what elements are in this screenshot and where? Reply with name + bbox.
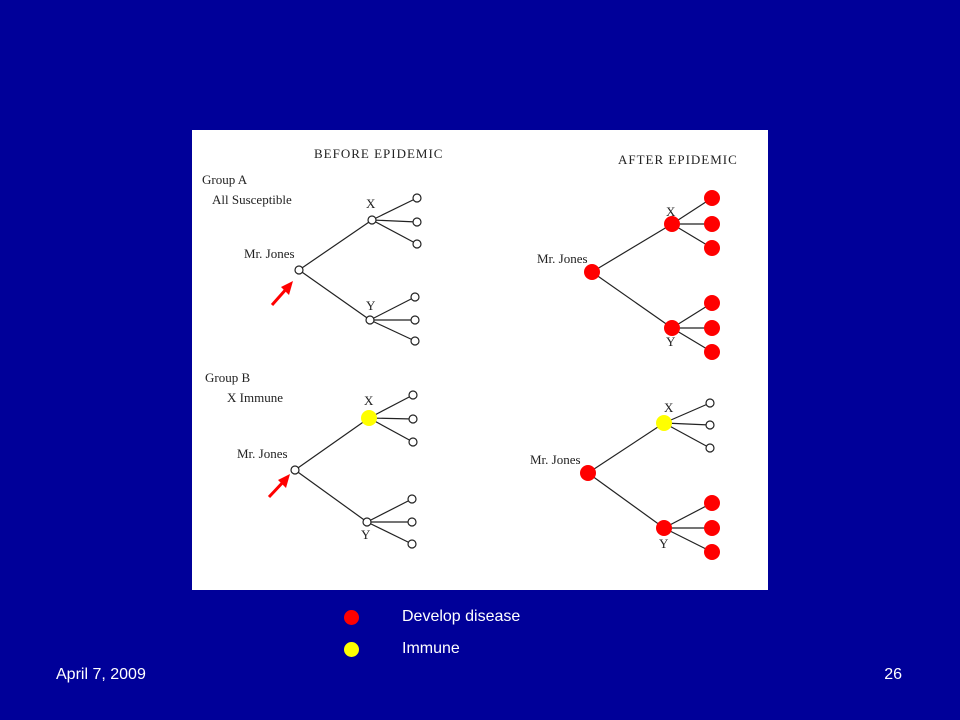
- disease-node: [704, 520, 720, 536]
- tree-group-b-after: [587, 398, 715, 553]
- disease-node: [704, 295, 720, 311]
- x-label-a-before: X: [366, 196, 376, 211]
- x-label-b-before: X: [364, 393, 374, 408]
- mr-jones-label-b-after: Mr. Jones: [530, 452, 581, 467]
- yellow-dot-icon: [344, 641, 359, 657]
- epidemic-diagram: BEFORE EPIDEMIC AFTER EPIDEMIC Group A A…: [192, 130, 768, 590]
- disease-node: [704, 344, 720, 360]
- mr-jones-label-a-before: Mr. Jones: [244, 246, 295, 261]
- arrow-icon: [270, 281, 293, 306]
- disease-node: [664, 320, 680, 336]
- y-label-a-before: Y: [366, 298, 376, 313]
- header-before: BEFORE EPIDEMIC: [314, 146, 443, 161]
- y-label-b-before: Y: [361, 527, 371, 542]
- legend-item-immune: Immune: [344, 639, 460, 659]
- mr-jones-label-a-after: Mr. Jones: [537, 251, 588, 266]
- group-a-subtitle: All Susceptible: [212, 192, 292, 207]
- disease-node: [704, 544, 720, 560]
- disease-nodes-group-b: [580, 465, 720, 560]
- tree-group-b-before: [290, 390, 418, 549]
- diagram-svg: BEFORE EPIDEMIC AFTER EPIDEMIC Group A A…: [202, 146, 738, 560]
- legend-label-disease: Develop disease: [402, 608, 521, 625]
- disease-node: [704, 495, 720, 511]
- red-dot-icon: [344, 609, 359, 625]
- mr-jones-label-b-before: Mr. Jones: [237, 446, 288, 461]
- disease-node: [704, 190, 720, 206]
- x-label-a-after: X: [666, 204, 676, 219]
- disease-node: [584, 264, 600, 280]
- x-label-b-after: X: [664, 400, 674, 415]
- disease-node: [664, 216, 680, 232]
- disease-nodes-group-a: [584, 190, 720, 360]
- group-b-title: Group B: [205, 370, 250, 385]
- group-a-title: Group A: [202, 172, 248, 187]
- immune-node: [361, 410, 377, 426]
- group-b-subtitle: X Immune: [227, 390, 283, 405]
- legend-label-immune: Immune: [402, 640, 460, 657]
- disease-node: [580, 465, 596, 481]
- tree-group-a-before: [294, 193, 422, 346]
- y-label-a-after: Y: [666, 334, 676, 349]
- slide-number: 26: [884, 666, 902, 683]
- disease-node: [704, 216, 720, 232]
- disease-node: [704, 320, 720, 336]
- legend-item-disease: Develop disease: [344, 607, 520, 627]
- y-label-b-after: Y: [659, 536, 669, 551]
- tree-group-a-after: [591, 197, 713, 353]
- footer-date: April 7, 2009: [56, 666, 146, 683]
- disease-node: [656, 520, 672, 536]
- arrow-icon: [267, 474, 290, 499]
- header-after: AFTER EPIDEMIC: [618, 152, 738, 167]
- disease-node: [704, 240, 720, 256]
- immune-node: [656, 415, 672, 431]
